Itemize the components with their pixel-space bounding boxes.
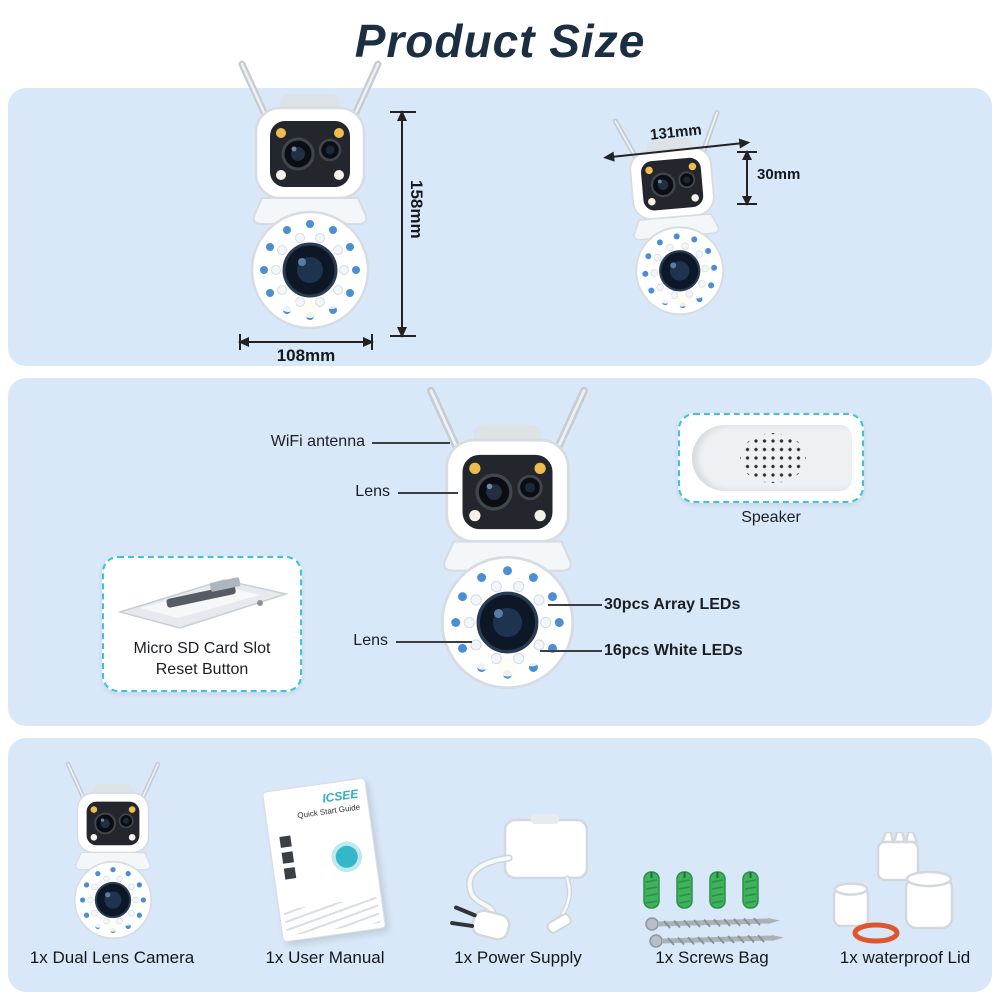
height-dimension-line: [390, 110, 416, 338]
waterproof-lid-icon: [832, 832, 954, 944]
width-dimension-line: [238, 334, 374, 350]
leader-line-lens-top: [398, 492, 458, 494]
package-item-label-manual: 1x User Manual: [265, 948, 385, 967]
package-camera-icon: [47, 760, 179, 945]
label-white-leds: 16pcs White LEDs: [604, 642, 743, 659]
length-dimension-line: [603, 138, 751, 162]
depth-dimension-line: [737, 150, 757, 206]
sd-slot-icon: [117, 577, 289, 629]
wall-anchors-icon: [643, 871, 759, 909]
camera-front-illustration: [210, 58, 410, 338]
depth-dimension-label: 30mm: [757, 166, 801, 183]
package-item-label-power: 1x Power Supply: [454, 948, 582, 967]
manual-pages-fan: [283, 897, 381, 936]
label-speaker: Speaker: [741, 509, 801, 526]
user-manual-icon: ICSEE Quick Start Guide: [261, 777, 387, 943]
package-item-label-camera: 1x Dual Lens Camera: [29, 948, 195, 967]
label-sd-slot: Micro SD Card Slot Reset Button: [104, 638, 300, 680]
height-dimension-label: 158mm: [407, 180, 426, 239]
o-ring-icon: [852, 922, 900, 944]
sd-card-inset: Micro SD Card Slot Reset Button: [102, 556, 302, 692]
sd-slot-line2: Reset Button: [155, 661, 249, 678]
label-lens-bottom: Lens: [353, 632, 388, 649]
package-item-label-screws: 1x Screws Bag: [655, 948, 769, 967]
qr-code-icon: [283, 867, 297, 880]
label-lens-top: Lens: [355, 483, 390, 500]
package-item-label-lid: 1x waterproof Lid: [839, 948, 971, 967]
screw-icon: [649, 934, 784, 948]
page-title: Product Size: [354, 15, 646, 67]
length-dimension: 131mm: [600, 116, 753, 169]
manual-lens-graphic: [329, 839, 364, 874]
speaker-inset: [678, 413, 864, 503]
screw-icon: [645, 917, 780, 931]
package-panel: [8, 738, 992, 992]
leader-line-wifi: [372, 442, 450, 444]
width-dimension-label: 108mm: [276, 346, 336, 365]
manual-subtitle: Quick Start Guide: [296, 802, 361, 821]
label-array-leds: 30pcs Array LEDs: [604, 596, 741, 613]
speaker-housing: [692, 425, 852, 491]
qr-code-icon: [281, 851, 295, 864]
leader-line-lens-bottom: [396, 641, 472, 643]
label-wifi-antenna: WiFi antenna: [270, 433, 365, 450]
screws-bag-icon: [643, 871, 784, 948]
power-supply-icon: [450, 814, 589, 941]
leader-line-white-leds: [540, 650, 602, 652]
qr-code-icon: [279, 835, 292, 848]
eu-plug-icon: [450, 905, 511, 941]
speaker-holes-icon: [740, 433, 806, 483]
leader-line-array-leds: [548, 604, 602, 606]
sd-slot-line1: Micro SD Card Slot: [133, 640, 271, 657]
size-panel: [8, 88, 992, 366]
